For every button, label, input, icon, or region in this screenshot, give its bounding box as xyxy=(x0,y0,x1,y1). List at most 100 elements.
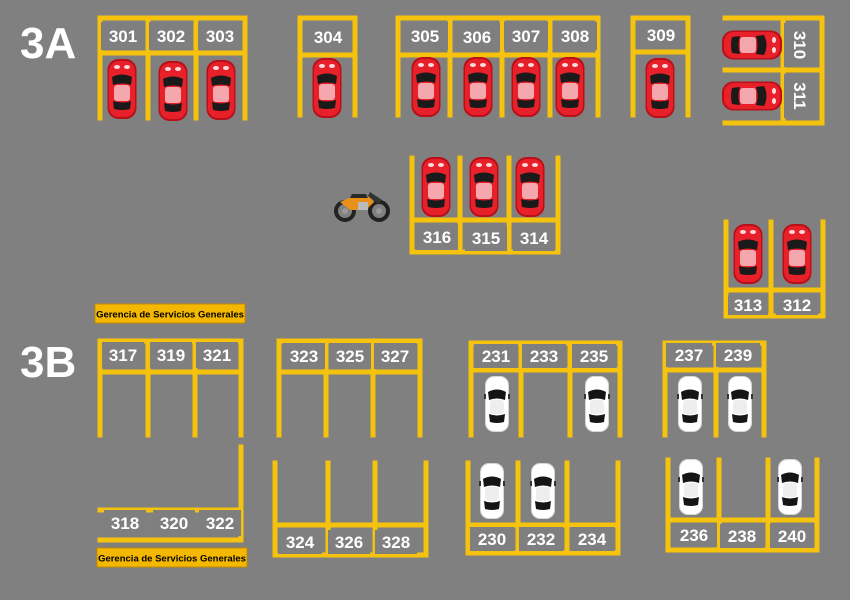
spot-number-233: 233 xyxy=(530,347,558,366)
spot-number-238: 238 xyxy=(728,527,756,546)
vehicles-layer xyxy=(107,30,812,519)
spot-label-box xyxy=(196,342,238,368)
spot-number-310: 310 xyxy=(790,31,809,59)
spot-number-323: 323 xyxy=(290,347,318,366)
spot-label-box xyxy=(329,343,371,369)
white-car-icon xyxy=(777,459,803,515)
red-car-icon xyxy=(158,61,188,121)
spot-label-box xyxy=(470,527,514,551)
red-car-icon xyxy=(421,157,451,217)
spot-number-316: 316 xyxy=(423,228,451,247)
spot-number-240: 240 xyxy=(778,527,806,546)
spot-label-box xyxy=(283,343,325,369)
red-car-icon xyxy=(645,58,675,118)
spot-label-box xyxy=(402,22,448,50)
spot-number-232: 232 xyxy=(527,530,555,549)
spot-number-319: 319 xyxy=(157,346,185,365)
red-car-icon xyxy=(555,57,585,117)
spot-number-312: 312 xyxy=(783,296,811,315)
spot-label-box xyxy=(374,343,416,369)
white-car-icon xyxy=(678,459,704,515)
section-label-3b: 3B xyxy=(20,338,76,387)
spot-label-box xyxy=(776,295,818,315)
spot-label-box xyxy=(101,22,145,50)
white-car-icon xyxy=(584,376,610,432)
spot-number-236: 236 xyxy=(680,526,708,545)
motorcycle-icon xyxy=(334,192,390,222)
spot-number-328: 328 xyxy=(382,533,410,552)
sign-top-text: Gerencia de Servicios Generales xyxy=(96,310,244,321)
spot-number-235: 235 xyxy=(580,347,608,366)
white-car-icon xyxy=(727,376,753,432)
parking-lines xyxy=(97,15,826,558)
spot-number-321: 321 xyxy=(203,346,231,365)
spot-number-237: 237 xyxy=(675,346,703,365)
red-car-icon xyxy=(511,57,541,117)
red-car-icon xyxy=(782,224,812,284)
spot-number-314: 314 xyxy=(520,229,549,248)
spot-number-239: 239 xyxy=(724,346,752,365)
sign-bottom: Gerencia de Servicios Generales xyxy=(96,547,248,568)
spot-number-301: 301 xyxy=(109,27,137,46)
spot-number-320: 320 xyxy=(160,514,188,533)
spot-number-305: 305 xyxy=(411,27,439,46)
spot-label-box xyxy=(637,22,685,48)
spot-label-box xyxy=(522,344,566,368)
red-car-icon xyxy=(515,157,545,217)
spot-label-box xyxy=(716,343,760,367)
spot-number-311: 311 xyxy=(790,82,809,109)
spot-label-box xyxy=(416,224,458,250)
spot-label-box xyxy=(720,524,764,548)
spot-label-box xyxy=(153,510,195,536)
spot-number-303: 303 xyxy=(206,27,234,46)
white-car-icon xyxy=(484,376,510,432)
spot-number-315: 315 xyxy=(472,229,500,248)
red-car-icon xyxy=(411,57,441,117)
spot-label-box xyxy=(474,344,518,368)
spot-number-230: 230 xyxy=(478,530,506,549)
spot-label-box xyxy=(513,225,555,251)
spot-label-box xyxy=(570,527,614,551)
spot-number-309: 309 xyxy=(647,26,675,45)
spot-label-box xyxy=(149,22,193,50)
spot-number-327: 327 xyxy=(381,347,409,366)
spot-label-box xyxy=(770,524,814,548)
spot-number-302: 302 xyxy=(157,27,185,46)
spot-label-box xyxy=(375,530,417,554)
red-car-icon xyxy=(722,30,782,60)
spot-number-324: 324 xyxy=(286,533,315,552)
sign-bottom-text: Gerencia de Servicios Generales xyxy=(98,554,246,565)
red-car-icon xyxy=(722,81,782,111)
spot-label-box xyxy=(278,530,322,554)
spot-number-326: 326 xyxy=(335,533,363,552)
spot-label-box xyxy=(198,22,242,50)
red-car-icon xyxy=(469,157,499,217)
spot-number-306: 306 xyxy=(463,28,491,47)
white-car-icon xyxy=(677,376,703,432)
spot-label-box xyxy=(102,342,144,368)
spot-label-box xyxy=(199,510,241,536)
spot-label-box xyxy=(553,22,597,50)
red-car-icon xyxy=(733,224,763,284)
spot-label-box xyxy=(784,74,816,118)
red-car-icon xyxy=(463,57,493,117)
spot-number-322: 322 xyxy=(206,514,234,533)
spot-label-box xyxy=(150,342,192,368)
section-label-3a: 3A xyxy=(20,19,76,68)
spot-label-box xyxy=(328,530,370,554)
white-car-icon xyxy=(530,463,556,519)
red-car-icon xyxy=(312,58,342,118)
white-car-icon xyxy=(479,463,505,519)
spot-number-234: 234 xyxy=(578,530,607,549)
sign-top: Gerencia de Servicios Generales xyxy=(94,303,246,324)
spot-label-box xyxy=(465,225,507,251)
spot-label-box xyxy=(784,23,816,67)
spot-label-box xyxy=(728,295,768,315)
red-car-icon xyxy=(107,59,137,119)
spot-number-313: 313 xyxy=(734,296,762,315)
red-car-icon xyxy=(206,60,236,120)
spot-label-box xyxy=(519,527,563,551)
spot-number-304: 304 xyxy=(314,28,343,47)
spot-label-box xyxy=(454,23,500,51)
